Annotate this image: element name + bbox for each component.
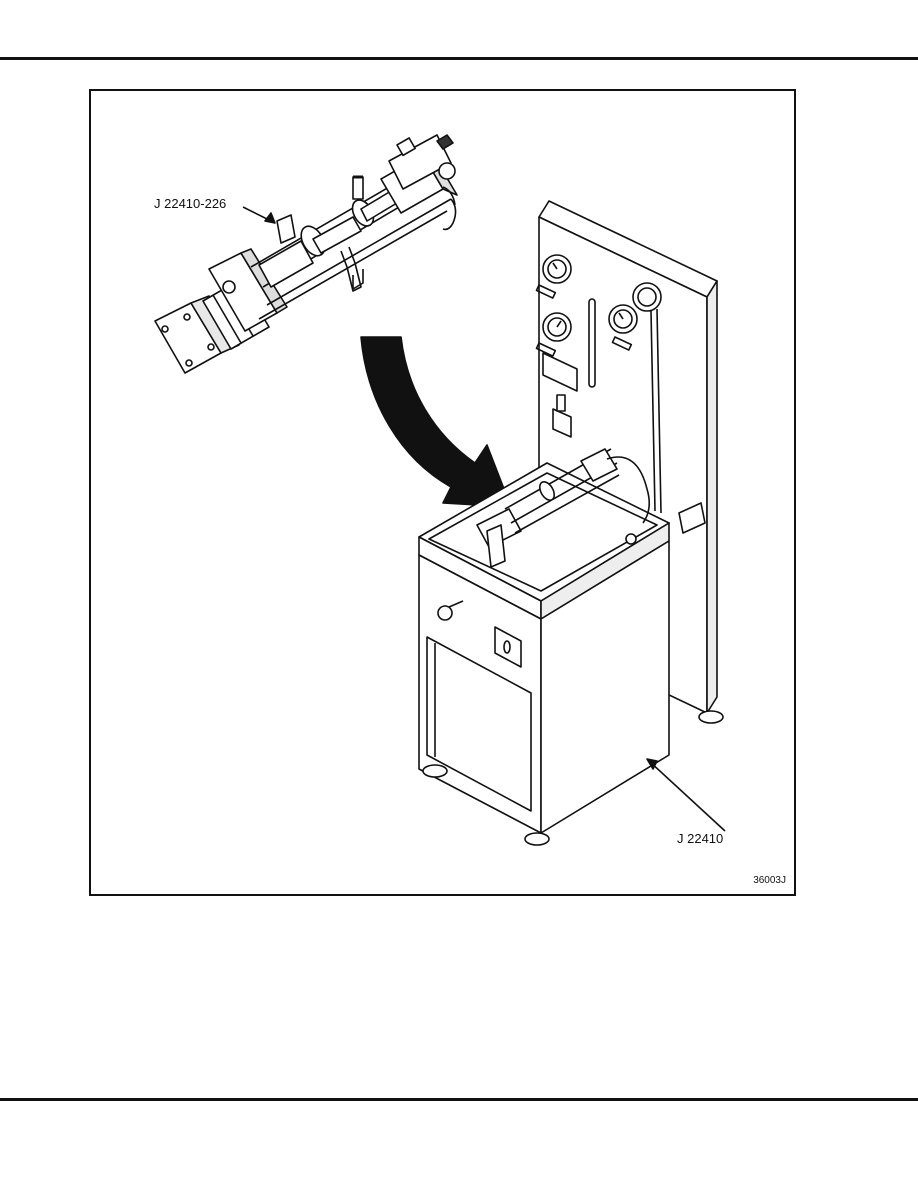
figure-number: 36003J [753, 875, 786, 886]
stand-callout-label: J 22410 [677, 831, 723, 846]
test-stand-drawing [419, 201, 723, 845]
footer-rule [0, 1098, 918, 1101]
figure-frame: J 22410-226 J 22410 36003J [89, 89, 796, 896]
stand-leader-line [649, 761, 725, 831]
fixture-drawing [155, 135, 457, 373]
header-rule [0, 57, 918, 60]
curved-arrow [361, 337, 511, 507]
fixture-callout-label: J 22410-226 [154, 196, 226, 211]
technical-illustration [91, 91, 794, 894]
